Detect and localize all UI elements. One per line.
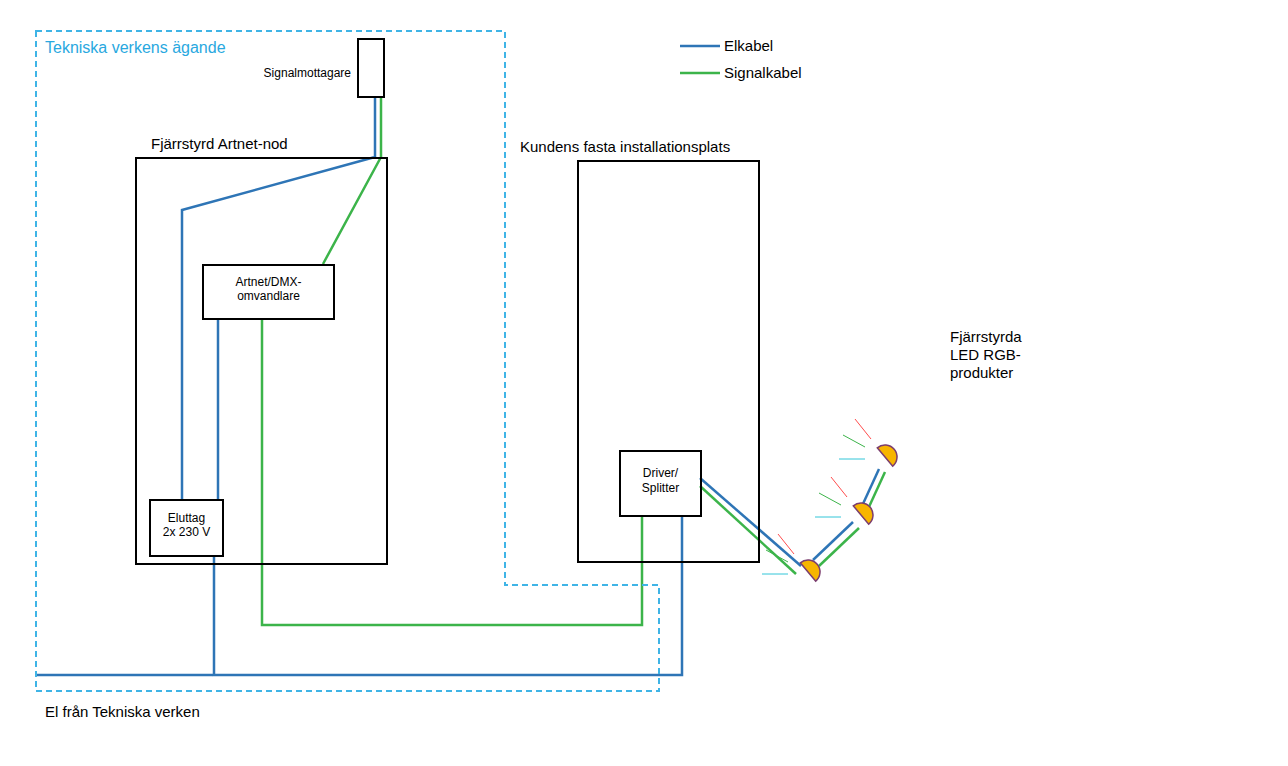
region-outline [35, 30, 660, 692]
light-ray [843, 435, 865, 447]
box-heading: Kundens fasta installationsplats [520, 138, 730, 156]
legend-text: Elkabel [724, 37, 773, 55]
led-lamp [800, 555, 825, 581]
box-label: Artnet/DMX- omvandlare [219, 275, 319, 304]
power-cable [217, 320, 220, 499]
legend-text: Signalkabel [724, 64, 802, 82]
led-cable [700, 486, 796, 574]
converter-box: Artnet/DMX- omvandlare [202, 264, 335, 320]
light-ray [819, 493, 841, 505]
light-ray [815, 517, 841, 518]
led-cable [862, 469, 879, 506]
signal-receiver: Signalmottagare [357, 38, 385, 98]
led-cable [868, 472, 885, 509]
legend-line [680, 71, 720, 74]
legend-line-sample [680, 41, 724, 51]
light-ray [855, 419, 871, 439]
signal-cable [323, 98, 381, 264]
supply-cable [35, 674, 213, 677]
led-lamp [853, 498, 878, 524]
led-cable [700, 478, 801, 566]
light-ray [831, 477, 847, 497]
legend-row: Signalkabel [680, 59, 802, 86]
box-heading: Tekniska verkens ägande [45, 38, 226, 57]
signal-cable [262, 320, 642, 625]
product-label: Fjärrstyrda LED RGB-produkter [950, 328, 1042, 382]
led-lamp [877, 440, 902, 466]
legend-line [680, 44, 720, 47]
driver-box: Driver/ Splitter [619, 450, 702, 517]
ownership-region: Tekniska verkens ägandeSignalmottagareFj… [35, 30, 660, 692]
box-heading: Signalmottagare [264, 66, 351, 80]
legend-line-sample [680, 68, 724, 78]
region-border [36, 31, 659, 691]
light-ray [839, 459, 865, 460]
light-ray [778, 534, 794, 554]
outlet-box: Eluttag 2x 230 V [149, 499, 224, 557]
box-heading: Fjärrstyrd Artnet-nod [151, 135, 288, 153]
supply-label: El från Tekniska verken [45, 703, 305, 721]
light-ray [762, 574, 788, 575]
led-cable [819, 528, 859, 566]
light-ray [766, 550, 788, 562]
power-cable [214, 517, 682, 675]
customer-cabinet: Kundens fasta installationsplatsDriver/ … [577, 160, 760, 563]
legend-row: Elkabel [680, 32, 802, 59]
legend: ElkabelSignalkabel [680, 32, 802, 86]
artnet-node-cabinet: Fjärrstyrd Artnet-nodArtnet/DMX- omvandl… [135, 157, 388, 565]
box-label: Eluttag 2x 230 V [161, 511, 212, 540]
box-label: Driver/ Splitter [631, 466, 691, 495]
